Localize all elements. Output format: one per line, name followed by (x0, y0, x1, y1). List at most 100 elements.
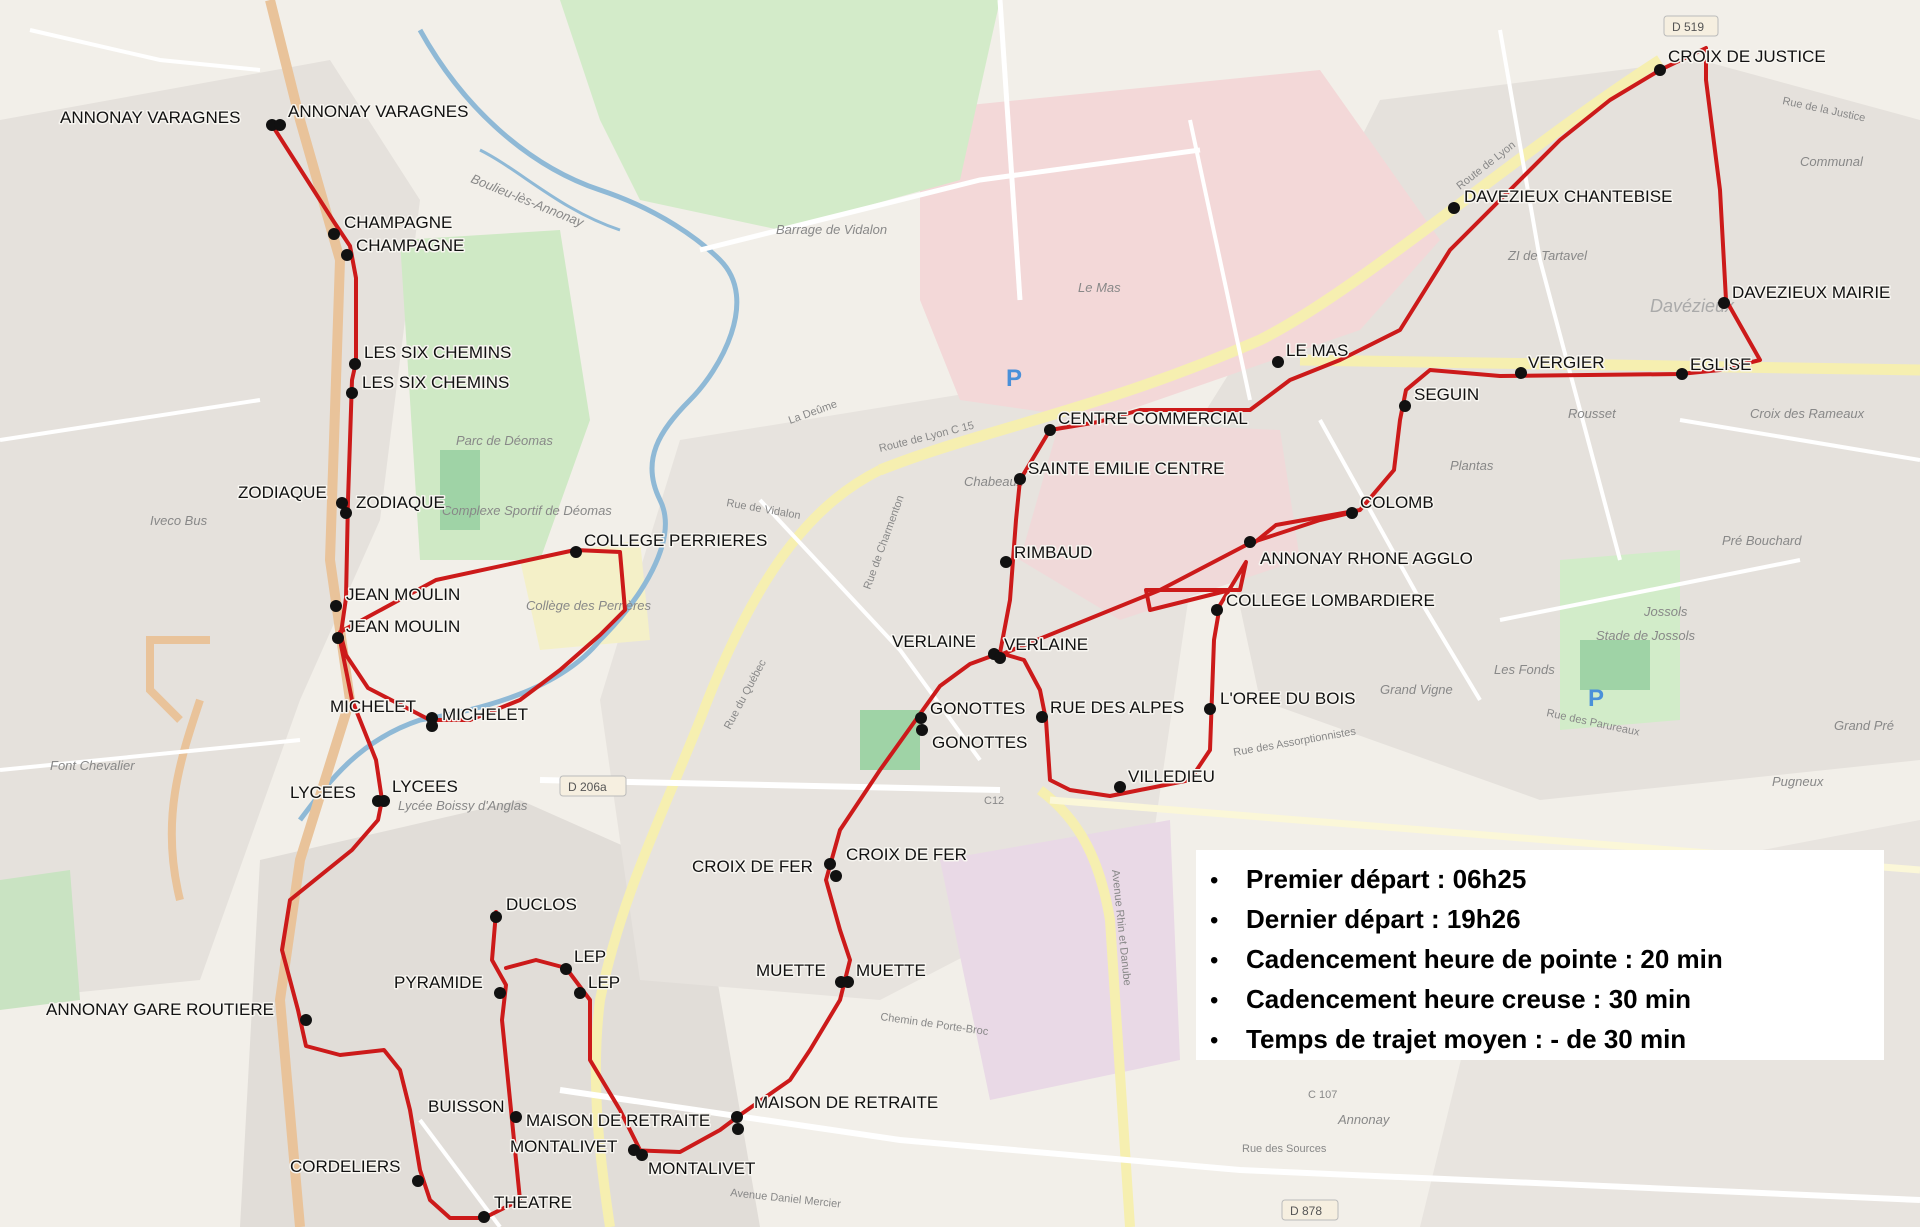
bullet: • (1210, 867, 1219, 894)
stop-dot-croix-de-fer-2 (830, 870, 842, 882)
place-stade-jossols: Stade de Jossols (1596, 628, 1696, 643)
place-chabeaux: Chabeaux (964, 474, 1024, 489)
place-rousset: Rousset (1568, 406, 1617, 421)
stop-dot-annonay-gare-routiere (300, 1014, 312, 1026)
stop-dot-rimbaud (1000, 556, 1012, 568)
stop-label-vergier: VERGIER (1528, 353, 1605, 372)
stop-label-college-perrieres: COLLEGE PERRIERES (584, 531, 767, 550)
service-info-list: •Premier départ : 06h25 •Dernier départ … (1210, 860, 1884, 1060)
stop-dot-gonottes-2 (916, 724, 928, 736)
place-pugneux: Pugneux (1772, 774, 1824, 789)
route-south-east (628, 560, 1248, 1154)
river-layer (298, 28, 740, 822)
place-jossols: Jossols (1643, 604, 1688, 619)
stop-label-buisson: BUISSON (428, 1097, 505, 1116)
stop-label-davezieux-mairie: DAVEZIEUX MAIRIE (1732, 283, 1890, 302)
stop-label-davezieux-chantebise: DAVEZIEUX CHANTEBISE (1464, 187, 1672, 206)
stop-label-theatre: THEATRE (494, 1193, 572, 1212)
stop-dot-duclos (490, 911, 502, 923)
stop-label-muette-1: MUETTE (756, 961, 826, 980)
stop-dot-champagne-1 (328, 228, 340, 240)
stop-dot-jean-moulin-2 (332, 632, 344, 644)
stop-label-croix-de-fer-2: CROIX DE FER (846, 845, 967, 864)
stop-label-croix-de-fer-1: CROIX DE FER (692, 857, 813, 876)
stop-label-zodiaque-1: ZODIAQUE (238, 483, 327, 502)
shield-d519: D 519 (1663, 15, 1719, 37)
stop-label-colomb: COLOMB (1360, 493, 1434, 512)
place-grand-vigne: Grand Vigne (1380, 682, 1453, 697)
place-parc-deomas: Parc de Déomas (456, 433, 553, 448)
stop-dot-villedieu (1114, 781, 1126, 793)
stop-label-montalivet-1: MONTALIVET (510, 1137, 617, 1156)
place-lycee: Lycée Boissy d'Anglas (398, 798, 528, 813)
place-annonay: Annonay (1337, 1112, 1391, 1127)
bullet: • (1210, 987, 1219, 1014)
place-zi-tartavel: ZI de Tartavel (1507, 248, 1588, 263)
stop-dot-pyramide (494, 987, 506, 999)
stop-dot-croix-de-justice (1654, 64, 1666, 76)
stop-dot-croix-de-fer-1 (824, 858, 836, 870)
stop-label-villedieu: VILLEDIEU (1128, 767, 1215, 786)
shield-d206a: D 206a (559, 775, 627, 797)
stop-label-annonay-gare-routiere: ANNONAY GARE ROUTIERE (46, 1000, 274, 1019)
stop-label-annonay-rhone-agglo: ANNONAY RHONE AGGLO (1260, 549, 1473, 568)
stop-dot-lep-2 (574, 987, 586, 999)
bullet: • (1210, 1027, 1219, 1054)
stop-label-annonay-varagnes-1: ANNONAY VARAGNES (60, 108, 240, 127)
stop-label-gonottes-1: GONOTTES (930, 699, 1025, 718)
stop-label-oree-du-bois: L'OREE DU BOIS (1220, 689, 1356, 708)
street-c107: C 107 (1308, 1089, 1337, 1101)
stop-dot-les-six-chemins-2 (346, 387, 358, 399)
place-complexe: Complexe Sportif de Déomas (442, 503, 612, 518)
stop-label-maison-de-retraite-2: MAISON DE RETRAITE (754, 1093, 938, 1112)
stop-label-college-lombardiere: COLLEGE LOMBARDIERE (1226, 591, 1435, 610)
info-offpeak-frequency: •Cadencement heure creuse : 30 min (1210, 980, 1884, 1020)
place-davezieux: Davézieux (1650, 296, 1735, 316)
stop-dot-annonay-varagnes-2 (274, 119, 286, 131)
stop-label-lep-2: LEP (588, 973, 620, 992)
stop-label-michelet-2: MICHELET (442, 705, 528, 724)
stop-dot-cordeliers (412, 1175, 424, 1187)
stop-dot-lep-1 (560, 963, 572, 975)
stop-dot-theatre (478, 1211, 490, 1223)
route-duclos-loop (486, 910, 522, 1218)
stop-label-lycees-1: LYCEES (290, 783, 356, 802)
road-shields: D 519 D 206a D 878 (559, 15, 1719, 1221)
stop-dot-annonay-rhone-agglo (1244, 536, 1256, 548)
stop-label-champagne-2: CHAMPAGNE (356, 236, 464, 255)
street-rue-sources: Rue des Sources (1242, 1143, 1327, 1155)
info-first-departure: •Premier départ : 06h25 (1210, 860, 1884, 900)
stop-dot-oree-du-bois (1204, 703, 1216, 715)
stop-label-le-mas: LE MAS (1286, 341, 1348, 360)
info-peak-frequency: •Cadencement heure de pointe : 20 min (1210, 940, 1884, 980)
stop-label-duclos: DUCLOS (506, 895, 577, 914)
stop-label-jean-moulin-2: JEAN MOULIN (346, 617, 460, 636)
stop-dot-davezieux-mairie (1718, 297, 1730, 309)
stop-label-rimbaud: RIMBAUD (1014, 543, 1092, 562)
stop-label-gonottes-2: GONOTTES (932, 733, 1027, 752)
stop-dot-rue-des-alpes (1036, 711, 1048, 723)
stop-label-michelet-1: MICHELET (330, 697, 416, 716)
stop-dot-centre-commercial (1044, 424, 1056, 436)
stop-label-les-six-chemins-2: LES SIX CHEMINS (362, 373, 509, 392)
stop-label-pyramide: PYRAMIDE (394, 973, 483, 992)
stop-dot-jean-moulin-1 (330, 600, 342, 612)
stop-dot-eglise (1676, 368, 1688, 380)
stop-dot-college-lombardiere (1211, 604, 1223, 616)
place-le-mas: Le Mas (1078, 280, 1121, 295)
svg-text:D 206a: D 206a (568, 780, 607, 794)
stop-dot-michelet-2 (426, 720, 438, 732)
stop-label-lep-1: LEP (574, 947, 606, 966)
stop-dot-muette-2 (842, 976, 854, 988)
stop-label-cordeliers: CORDELIERS (290, 1157, 401, 1176)
info-last-departure: •Dernier départ : 19h26 (1210, 900, 1884, 940)
stop-dot-les-six-chemins-1 (349, 358, 361, 370)
stop-dot-zodiaque-1 (336, 497, 348, 509)
shield-d878: D 878 (1281, 1199, 1339, 1221)
stop-label-annonay-varagnes-2: ANNONAY VARAGNES (288, 102, 468, 121)
stop-label-muette-2: MUETTE (856, 961, 926, 980)
stop-dot-college-perrieres (570, 546, 582, 558)
stop-dot-verlaine-2 (994, 652, 1006, 664)
